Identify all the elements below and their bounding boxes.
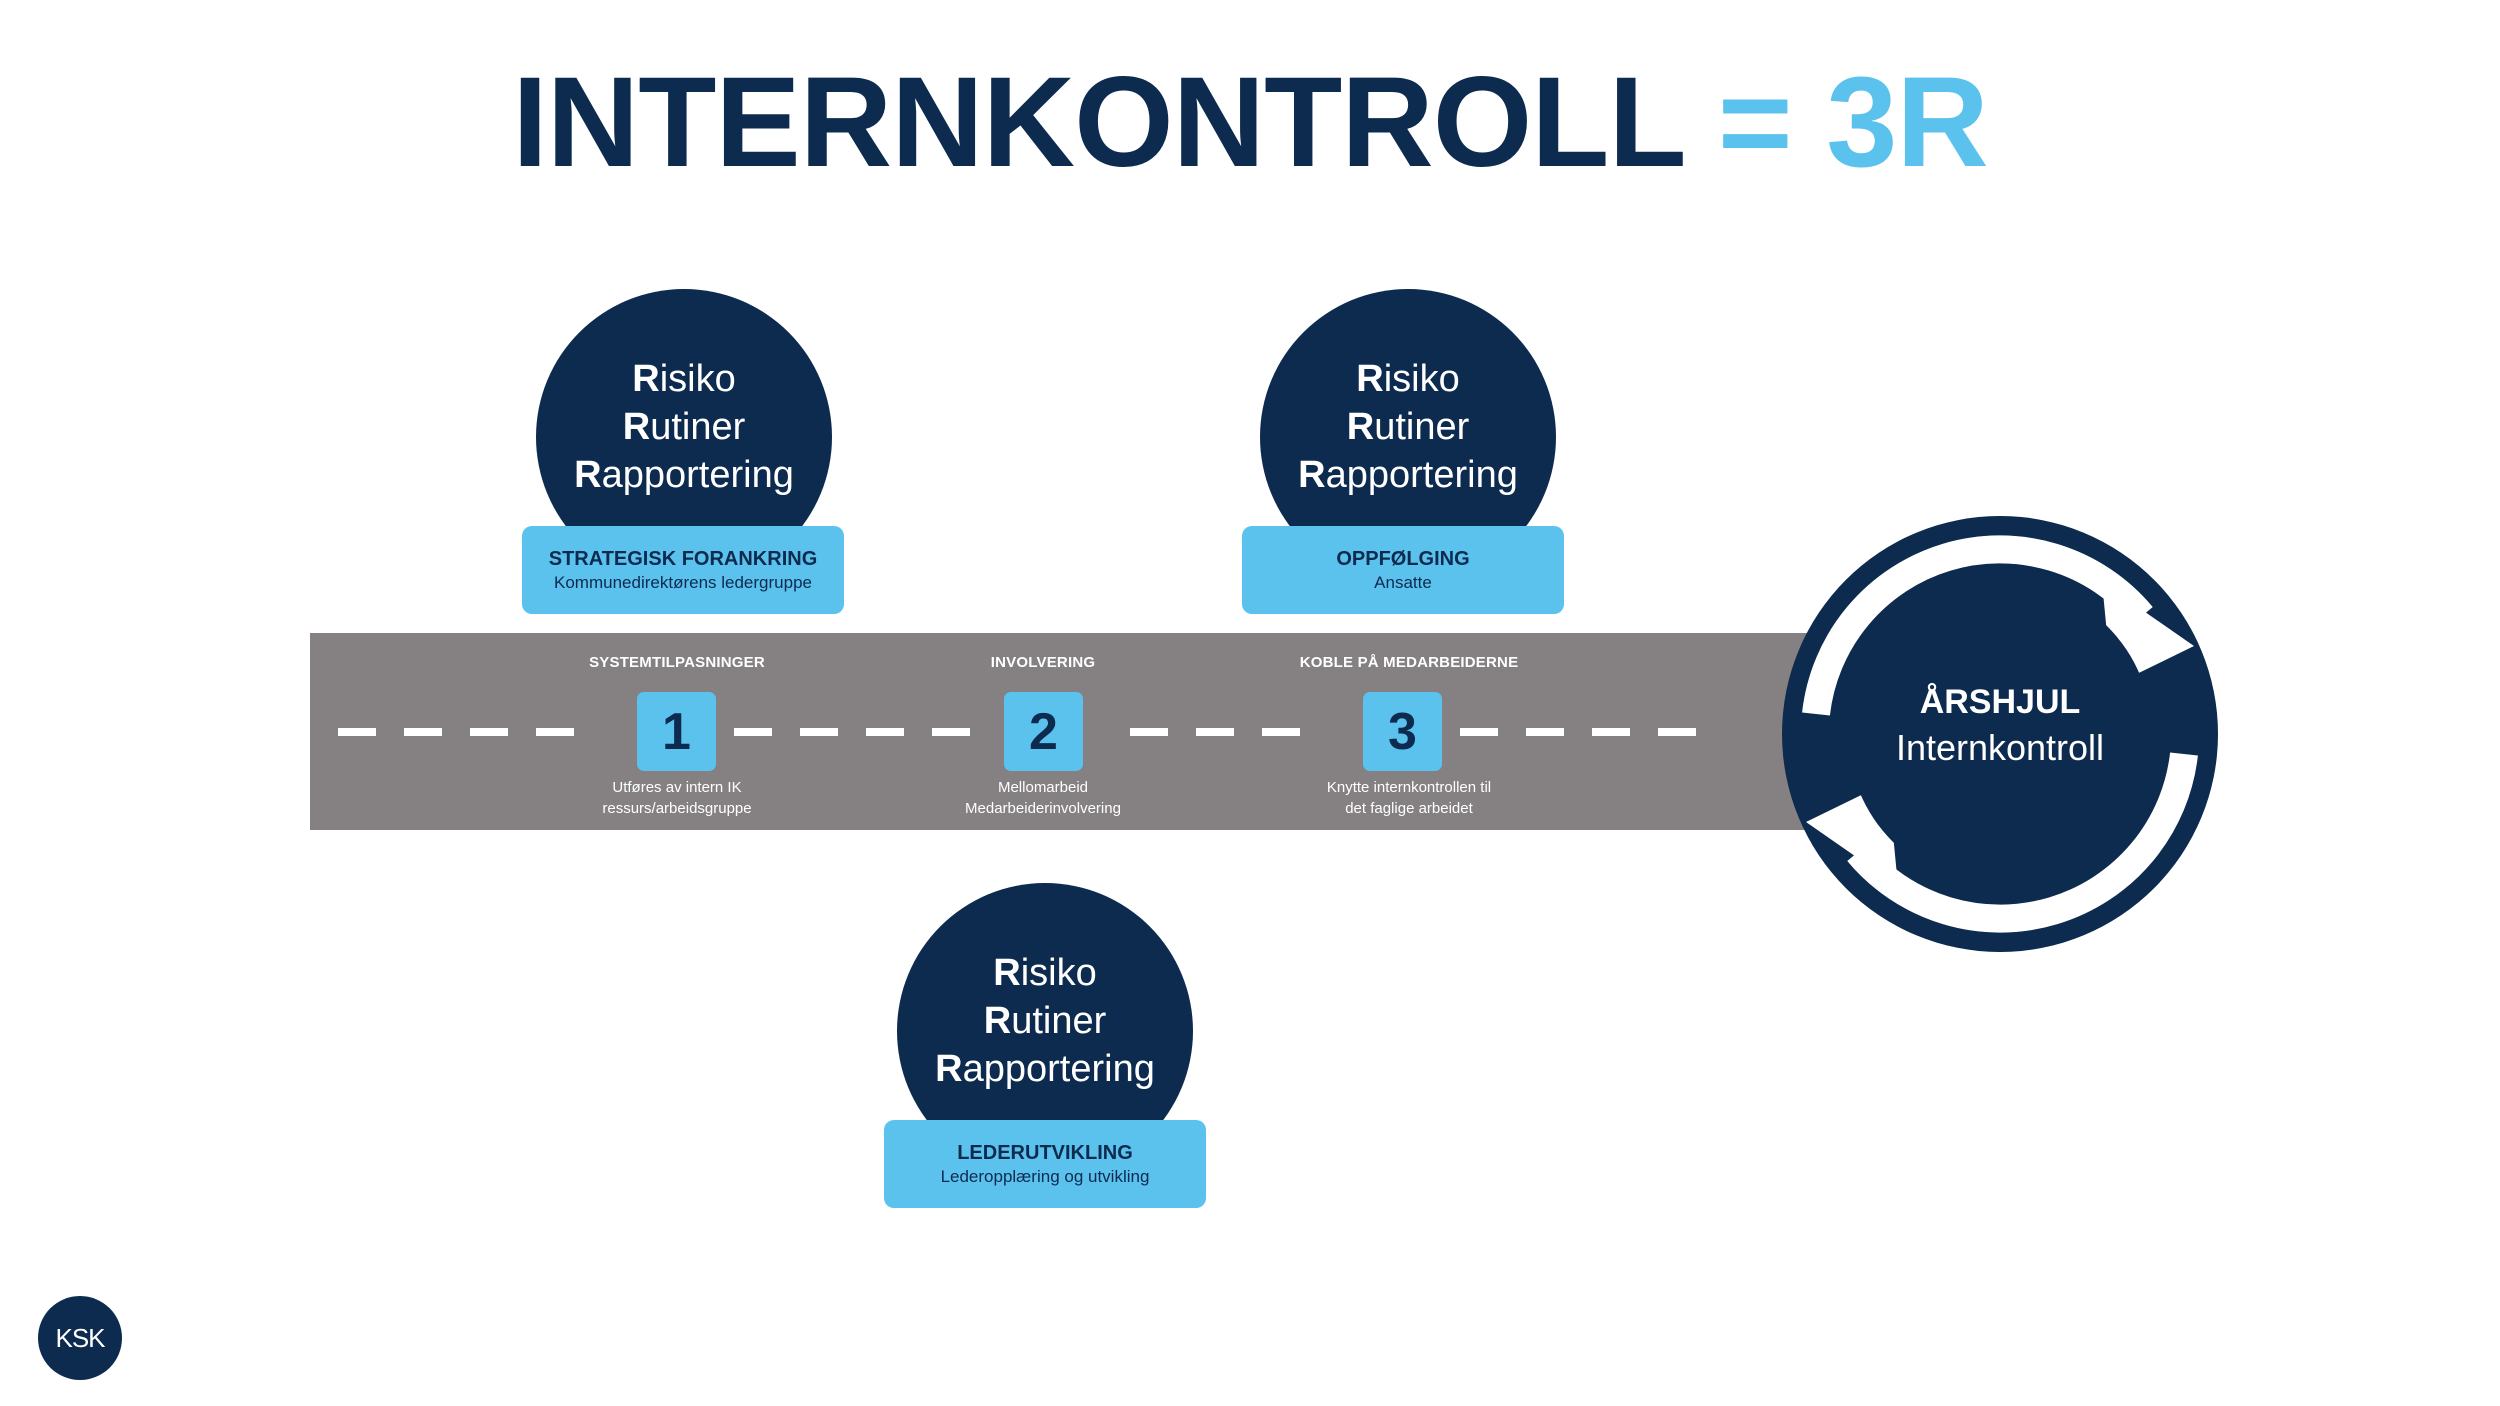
step-3-label: KOBLE PÅ MEDARBEIDERNE	[1299, 654, 1519, 671]
road-dash	[404, 728, 442, 736]
road-dash	[1526, 728, 1564, 736]
title-accent: = 3R	[1717, 51, 1989, 194]
page-title: INTERNKONTROLL = 3R	[0, 48, 2500, 198]
step-1-desc: Utføres av intern IK ressurs/arbeidsgrup…	[517, 777, 837, 819]
cycle-arrow-bottom-icon	[1847, 752, 2198, 933]
group-subtitle: Lederopplæring og utvikling	[940, 1167, 1150, 1186]
step-3-desc-line1: Knytte internkontrollen til	[1326, 779, 1492, 796]
step-2-desc: Mellomarbeid Medarbeiderinvolvering	[883, 777, 1203, 819]
road-dash	[932, 728, 970, 736]
wheel-title: ÅRSHJUL	[1919, 683, 2081, 721]
arshjul-wheel	[1782, 516, 2218, 952]
group-label-oppfolging: OPPFØLGING Ansatte	[1242, 526, 1564, 614]
step-1-desc-line2: ressurs/arbeidsgruppe	[602, 800, 752, 817]
road-dash	[470, 728, 508, 736]
group-label-lederutvikling: LEDERUTVIKLING Lederopplæring og utvikli…	[884, 1120, 1206, 1208]
step-3-desc-line2: det faglige arbeidet	[1345, 800, 1473, 817]
road-dash	[1196, 728, 1234, 736]
rrr-text-3: Risiko Rutiner Rapportering	[935, 952, 1155, 1090]
group-label-strategisk: STRATEGISK FORANKRING Kommunedirektørens…	[522, 526, 844, 614]
title-main: INTERNKONTROLL	[512, 51, 1684, 194]
cycle-arrow-top-icon	[1802, 535, 2153, 716]
wheel-subtitle: Internkontroll	[1895, 727, 2105, 768]
group-title: LEDERUTVIKLING	[957, 1142, 1133, 1164]
group-title: OPPFØLGING	[1336, 548, 1470, 570]
step-3-box: 3	[1363, 692, 1442, 771]
step-1-label: SYSTEMTILPASNINGER	[589, 654, 765, 671]
road-dash	[800, 728, 838, 736]
step-2-desc-line2: Medarbeiderinvolvering	[965, 800, 1121, 817]
step-1-box: 1	[637, 692, 716, 771]
group-subtitle: Ansatte	[1374, 573, 1432, 592]
rrr-text-1: Risiko Rutiner Rapportering	[574, 358, 794, 496]
logo-text: KSK	[55, 1322, 105, 1353]
road-dash	[338, 728, 376, 736]
road-dash	[734, 728, 772, 736]
group-subtitle: Kommunedirektørens ledergruppe	[554, 573, 812, 592]
road-dash	[1130, 728, 1168, 736]
road-dash	[1592, 728, 1630, 736]
road-dash	[536, 728, 574, 736]
road-dash	[866, 728, 904, 736]
road-dash	[1460, 728, 1498, 736]
rrr-text-2: Risiko Rutiner Rapportering	[1298, 358, 1518, 496]
ksk-logo: KSK	[38, 1296, 122, 1380]
step-2-box: 2	[1004, 692, 1083, 771]
step-1-desc-line1: Utføres av intern IK	[612, 779, 742, 796]
group-title: STRATEGISK FORANKRING	[548, 548, 818, 570]
road-dash	[1262, 728, 1300, 736]
step-2-label: INVOLVERING	[990, 654, 1096, 671]
step-3-desc: Knytte internkontrollen til det faglige …	[1249, 777, 1569, 819]
step-2-desc-line1: Mellomarbeid	[997, 779, 1089, 796]
road-dash	[1658, 728, 1696, 736]
